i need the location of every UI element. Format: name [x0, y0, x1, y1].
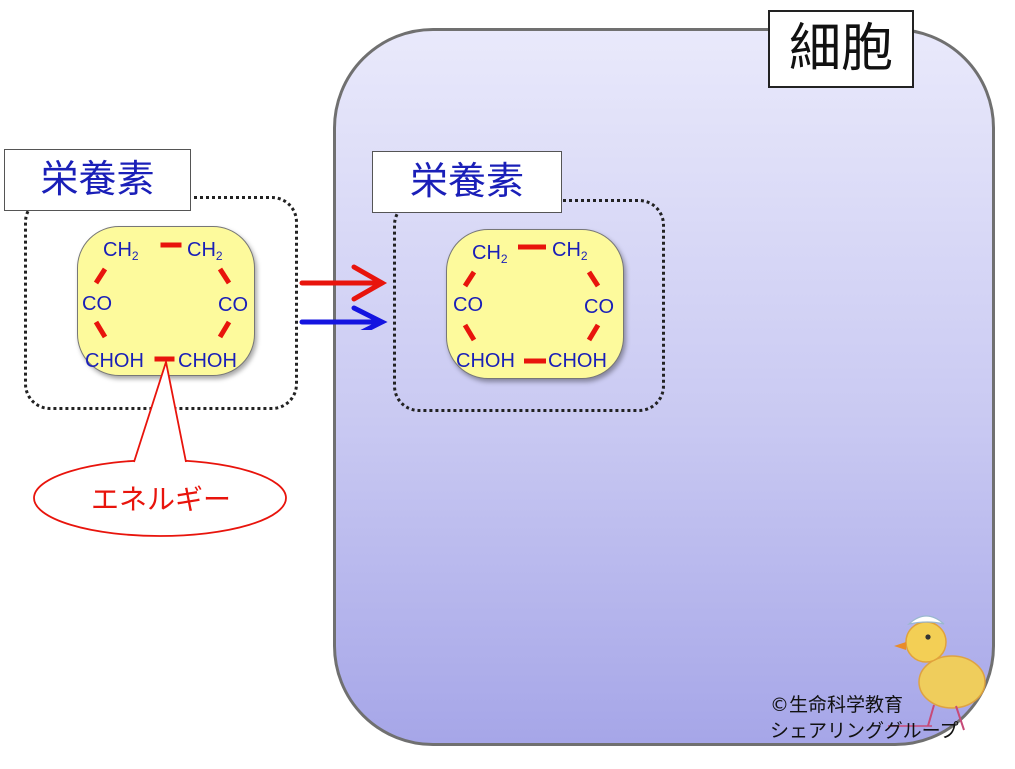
- group-co-left: CO: [453, 294, 483, 316]
- chick-mascot-icon: [888, 615, 986, 731]
- group-choh-left: CHOH: [85, 350, 144, 372]
- bond-upper-right: [217, 267, 232, 285]
- group-choh-left: CHOH: [456, 350, 515, 372]
- bond-upper-right: [586, 270, 601, 288]
- group-ch2-left: CH2: [472, 242, 508, 266]
- bond-upper-left: [93, 267, 108, 285]
- group-ch2-right: CH2: [552, 239, 588, 263]
- bond-lower-right: [217, 320, 232, 339]
- molecule-bonds: [93, 242, 232, 362]
- group-co-right: CO: [218, 294, 248, 316]
- bond-lower-right: [586, 323, 601, 342]
- red-arrow: [299, 264, 388, 302]
- transport-arrows: [299, 264, 388, 330]
- blue-arrow: [299, 305, 388, 330]
- bond-lower-left: [462, 323, 477, 342]
- cell-label: 細胞: [768, 10, 914, 88]
- credit-line-2: シェアリンググループ: [770, 720, 959, 742]
- molecule-background: [77, 226, 255, 376]
- group-ch2-right: CH2: [187, 239, 223, 263]
- group-co-left: CO: [82, 293, 112, 315]
- energy-callout-text: エネルギー: [90, 483, 231, 516]
- group-co-right: CO: [584, 296, 614, 318]
- bond-upper-left: [462, 270, 477, 288]
- group-choh-right: CHOH: [178, 350, 237, 372]
- nutrient-inside-label: 栄養素: [372, 151, 562, 213]
- group-ch2-left: CH2: [103, 239, 139, 263]
- energy-callout-bubble: [33, 358, 287, 537]
- nutrient-molecule-outside: CH2 CH2 CO CO CHOH CHOH: [77, 226, 255, 376]
- group-choh-right: CHOH: [548, 350, 607, 372]
- molecule-bonds: [462, 244, 601, 364]
- molecule-background: [446, 229, 624, 379]
- copyright-credit: ©生命科学教育 シェアリンググループ: [770, 692, 958, 744]
- bond-lower-left: [93, 320, 108, 339]
- credit-line-1: ©生命科学教育: [770, 694, 904, 716]
- nutrient-molecule-inside: CH2 CH2 CO CO CHOH CHOH: [446, 229, 624, 379]
- nutrient-outside-label: 栄養素: [4, 149, 191, 211]
